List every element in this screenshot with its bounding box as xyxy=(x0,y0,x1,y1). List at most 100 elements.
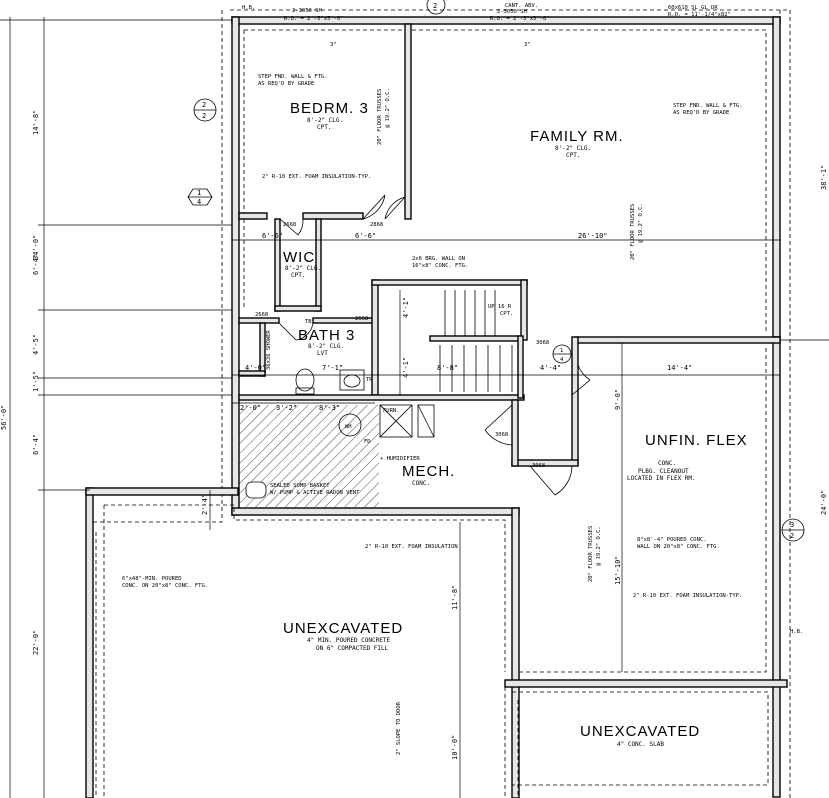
window-width-mid: 3" xyxy=(524,42,531,48)
svg-text:20" FLOOR TRUSSES: 20" FLOOR TRUSSES xyxy=(588,526,594,582)
svg-text:2'-4": 2'-4" xyxy=(201,494,209,515)
window-mid-label: 2-3050 SH xyxy=(497,9,527,15)
svg-text:8"x8'-4" POURED CONC.: 8"x8'-4" POURED CONC. xyxy=(637,537,707,543)
svg-text:36x36 SHOWER: 36x36 SHOWER xyxy=(266,330,272,370)
svg-text:LVT: LVT xyxy=(317,350,328,357)
svg-text:UNEXCAVATED: UNEXCAVATED xyxy=(283,620,403,637)
mech-label: MECH. CONC. xyxy=(402,463,454,487)
svg-text:8'-2" CLG.: 8'-2" CLG. xyxy=(308,343,344,350)
svg-text:LOCATED IN FLEX RM.: LOCATED IN FLEX RM. xyxy=(627,475,696,482)
svg-text:AS REQ'D BY GRADE: AS REQ'D BY GRADE xyxy=(673,110,729,116)
svg-text:TB: TB xyxy=(305,319,312,325)
svg-text:56'-0": 56'-0" xyxy=(0,405,8,430)
svg-text:PLBG. CLEANOUT: PLBG. CLEANOUT xyxy=(638,468,689,475)
svg-text:CPT.: CPT. xyxy=(317,124,331,131)
svg-text:2" R-10 EXT. FOAM INSULATION-T: 2" R-10 EXT. FOAM INSULATION-TYP. xyxy=(262,174,371,180)
svg-text:FD: FD xyxy=(364,439,371,445)
svg-text:2" SLOPE TO DOOR: 2" SLOPE TO DOOR xyxy=(396,701,402,755)
slider-door-label: 60x610 SL GL DR xyxy=(668,5,718,11)
svg-text:7'-1": 7'-1" xyxy=(322,364,343,372)
unexcavated-right-label: UNEXCAVATED 4" CONC. SLAB xyxy=(580,723,699,748)
svg-text:38'-1": 38'-1" xyxy=(820,165,828,190)
hose-bib-top: H.B. xyxy=(242,5,255,11)
svg-text:STEP FND. WALL & FTG.: STEP FND. WALL & FTG. xyxy=(258,74,328,80)
svg-text:WALL ON 20"x8" CONC. FTG.: WALL ON 20"x8" CONC. FTG. xyxy=(637,544,720,550)
svg-text:2868: 2868 xyxy=(370,222,383,228)
svg-text:AS REQ'D BY GRADE: AS REQ'D BY GRADE xyxy=(258,81,314,87)
insulation-lines xyxy=(103,29,769,798)
cantilever-note: CANT. ABV. xyxy=(505,3,538,9)
svg-text:CONC.: CONC. xyxy=(412,480,430,487)
stair-treads xyxy=(439,290,513,392)
svg-text:6"x48"-MIN. POURED: 6"x48"-MIN. POURED xyxy=(122,576,182,582)
svg-text:8'-8": 8'-8" xyxy=(437,364,458,372)
slider-door-rough: R.O. = 11'-1/4"x82" xyxy=(668,12,731,18)
svg-text:2668: 2668 xyxy=(355,316,368,322)
svg-text:WH: WH xyxy=(345,424,352,430)
svg-text:2'-0": 2'-0" xyxy=(240,404,261,412)
svg-text:9'-0": 9'-0" xyxy=(614,389,622,410)
unexcavated-left-label: UNEXCAVATED 4" MIN. POURED CONCRETE ON 6… xyxy=(283,620,403,652)
svg-text:15'-10": 15'-10" xyxy=(614,555,622,585)
section-tag-left: 2 2 xyxy=(193,98,217,122)
svg-text:CPT.: CPT. xyxy=(566,152,580,159)
svg-text:8'-3": 8'-3" xyxy=(319,404,340,412)
window-mid-rough: R.O. = 2'-5"x5'-0" xyxy=(490,16,550,22)
svg-text:4: 4 xyxy=(197,198,201,206)
svg-text:CPT.: CPT. xyxy=(291,272,305,279)
svg-text:4'-5": 4'-5" xyxy=(32,334,40,355)
svg-text:CPT.: CPT. xyxy=(500,311,513,317)
window-width-left: 3" xyxy=(330,42,337,48)
svg-text:2x6 BRG. WALL ON: 2x6 BRG. WALL ON xyxy=(412,256,465,262)
family-room-label: FAMILY RM. 8'-2" CLG. CPT. xyxy=(530,128,624,159)
svg-text:3068: 3068 xyxy=(495,432,508,438)
svg-text:UP 16 R: UP 16 R xyxy=(488,304,512,310)
svg-text:4" CONC. SLAB: 4" CONC. SLAB xyxy=(617,741,664,748)
svg-text:1'-5": 1'-5" xyxy=(32,371,40,392)
bath-fixtures xyxy=(295,368,365,395)
svg-text:2" R-10 EXT. FOAM INSULATION: 2" R-10 EXT. FOAM INSULATION xyxy=(365,544,458,550)
svg-text:6'-6": 6'-6" xyxy=(262,232,283,240)
header-annotations: H.B. 2-3050 SH R.O. = 2'-5"x5'-0" 2 CANT… xyxy=(242,0,731,22)
svg-text:CONC.: CONC. xyxy=(658,460,676,467)
svg-text:8'-2" CLG.: 8'-2" CLG. xyxy=(307,117,343,124)
svg-text:2: 2 xyxy=(202,112,206,120)
svg-text:6'-4": 6'-4" xyxy=(32,434,40,455)
bedroom-label: BEDRM. 3 8'-2" CLG. CPT. xyxy=(290,100,369,131)
svg-text:6'-4": 6'-4" xyxy=(32,254,40,275)
svg-text:3: 3 xyxy=(790,521,794,529)
section-tag-circle xyxy=(426,0,446,15)
plan-notes: STEP FND. WALL & FTG. AS REQ'D BY GRADE … xyxy=(122,74,803,755)
svg-text:BEDRM. 3: BEDRM. 3 xyxy=(290,100,369,117)
svg-text:4: 4 xyxy=(560,357,564,363)
svg-text:UNFIN. FLEX: UNFIN. FLEX xyxy=(645,432,748,449)
svg-text:BATH 3: BATH 3 xyxy=(298,327,355,344)
dimension-lines xyxy=(0,17,829,798)
svg-text:14'-8": 14'-8" xyxy=(32,110,40,135)
svg-text:FAMILY RM.: FAMILY RM. xyxy=(530,128,624,145)
svg-text:4'-1": 4'-1" xyxy=(402,357,410,378)
svg-text:11'-8": 11'-8" xyxy=(451,585,459,610)
door-labels: 2668 2868 2668 2668 3068 3068 3068 xyxy=(255,222,549,469)
svg-text:24'-0": 24'-0" xyxy=(820,490,828,515)
svg-text:STEP FND. WALL & FTG.: STEP FND. WALL & FTG. xyxy=(673,103,743,109)
mechanical-equipment xyxy=(338,404,435,438)
svg-text:4'-0": 4'-0" xyxy=(245,364,266,372)
svg-text:CONC. ON 20"x8" CONC. FTG.: CONC. ON 20"x8" CONC. FTG. xyxy=(122,583,208,589)
svg-text:SEALED SUMP BASKET: SEALED SUMP BASKET xyxy=(270,483,330,489)
svg-text:20" FLOOR TRUSSES: 20" FLOOR TRUSSES xyxy=(630,204,636,260)
dimension-text: 3 4'-0" 14'-8" 6'-4" 4'-5" 1'-5" 6'-4" 2 2… xyxy=(0,110,828,760)
svg-text:8'-2" CLG.: 8'-2" CLG. xyxy=(285,265,321,272)
svg-text:3068: 3068 xyxy=(536,340,549,346)
interior-walls xyxy=(238,23,781,467)
sump-basket xyxy=(245,481,267,499)
svg-text:14'-4": 14'-4" xyxy=(667,364,692,372)
svg-text:2" R-10 EXT. FOAM INSULATION-T: 2" R-10 EXT. FOAM INSULATION-TYP. xyxy=(633,593,742,599)
window-left-label: 2-3050 SH xyxy=(292,8,322,14)
bath-label: BATH 3 8'-2" CLG. LVT xyxy=(298,327,355,357)
window-left-rough: R.O. = 2'-5"x5'-0" xyxy=(284,16,344,22)
svg-text:8'-2" CLG.: 8'-2" CLG. xyxy=(555,145,591,152)
svg-text:WIC: WIC xyxy=(283,249,315,266)
svg-text:4'-4": 4'-4" xyxy=(540,364,561,372)
flex-label: UNFIN. FLEX CONC. PLBG. CLEANOUT LOCATED… xyxy=(627,432,748,482)
